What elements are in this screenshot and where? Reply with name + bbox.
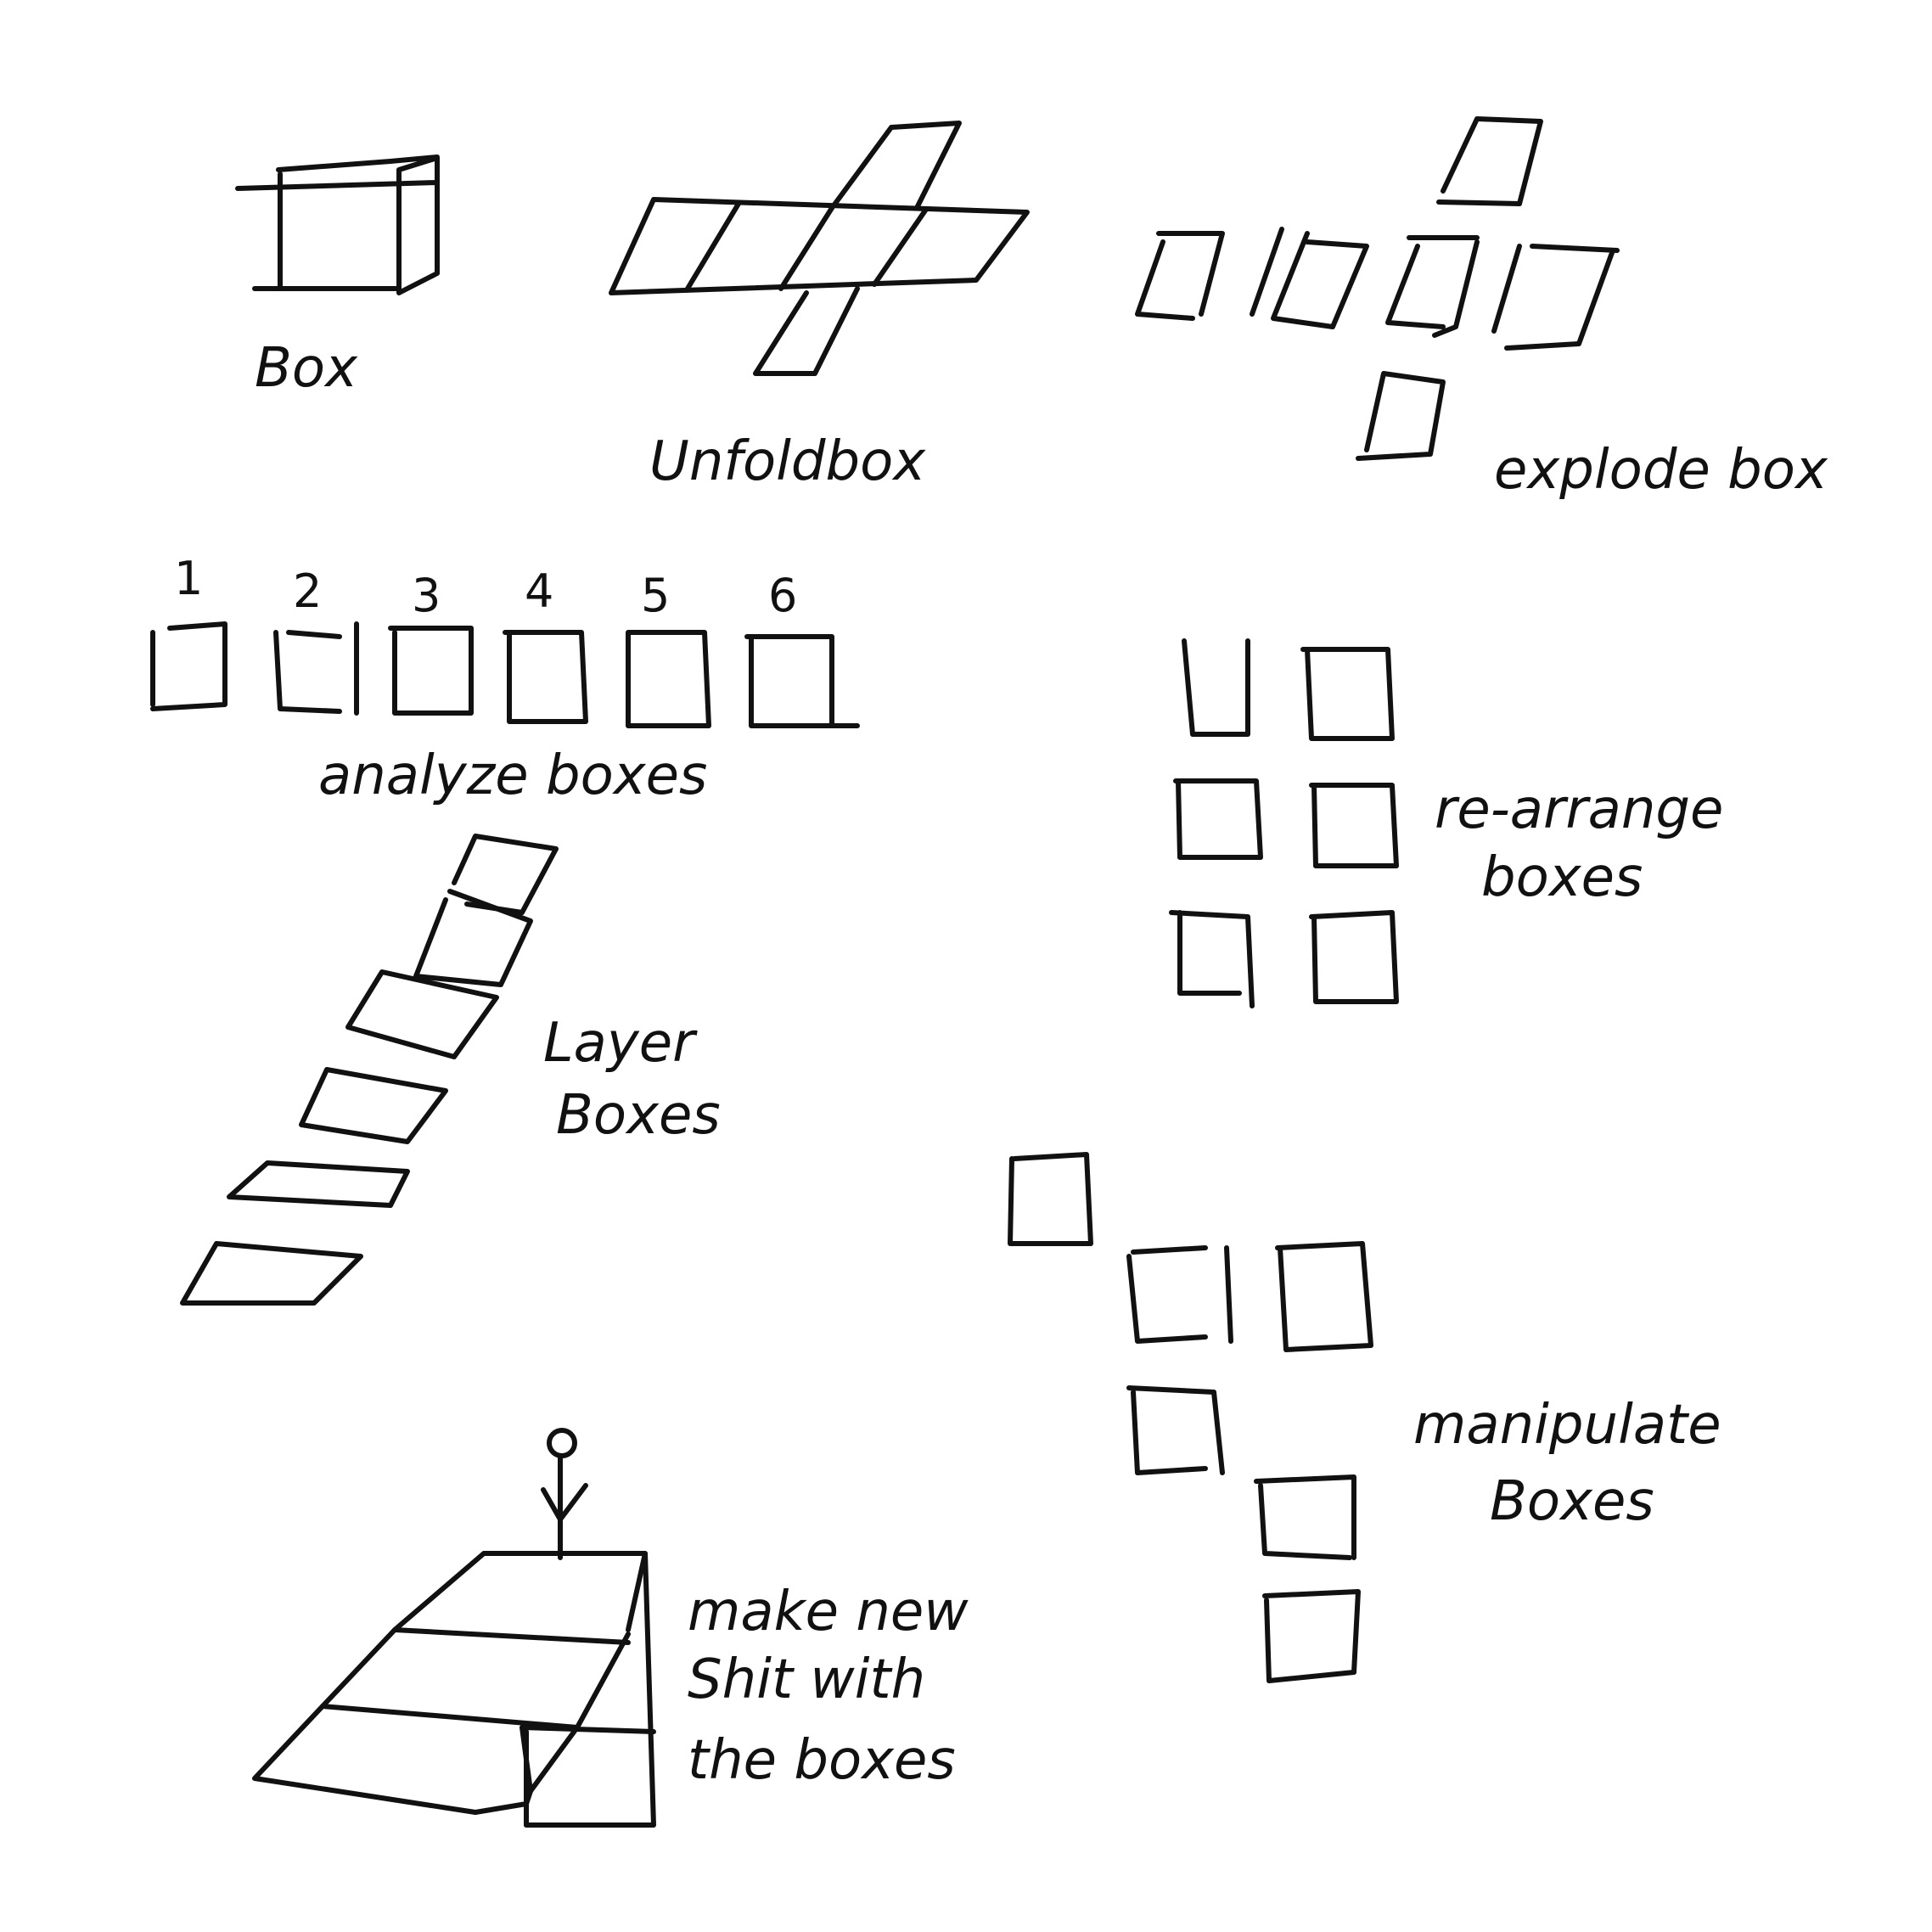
- stick-figure-head: [547, 1428, 577, 1458]
- label-unfold: Unfoldbox: [649, 430, 926, 493]
- analyze-number: 4: [525, 564, 553, 618]
- label-manipulate-2: Boxes: [1490, 1470, 1654, 1533]
- analyze-number: 6: [768, 569, 797, 622]
- analyze-numbers: 1 2 3 4 5 6: [174, 552, 797, 622]
- label-explode: explode box: [1494, 439, 1828, 502]
- box-drawing: [235, 154, 440, 295]
- unfold-box-drawing: [609, 121, 1030, 376]
- explode-box-drawing: [1135, 116, 1620, 461]
- label-make-3: the boxes: [688, 1729, 956, 1792]
- label-rearrange-1: re-arrange: [1435, 778, 1723, 841]
- label-rearrange-2: boxes: [1481, 846, 1643, 909]
- analyze-number: 5: [641, 569, 670, 622]
- label-make-1: make new: [688, 1581, 969, 1643]
- analyze-number: 1: [174, 552, 203, 605]
- layer-boxes-drawing: [180, 834, 559, 1306]
- label-box: Box: [255, 337, 358, 400]
- label-layer-2: Boxes: [556, 1084, 721, 1147]
- rearrange-boxes-drawing: [1169, 638, 1399, 1008]
- label-make-2: Shit with: [688, 1648, 925, 1711]
- label-manipulate-1: manipulate: [1413, 1394, 1721, 1457]
- label-analyze: analyze boxes: [318, 744, 707, 807]
- analyze-number: 2: [293, 564, 322, 618]
- make-new-drawing: [252, 1428, 656, 1828]
- label-layer-1: Layer: [543, 1012, 698, 1075]
- analyze-boxes-drawing: [150, 621, 860, 728]
- analyze-number: 3: [412, 569, 441, 622]
- manipulate-boxes-drawing: [1008, 1152, 1373, 1683]
